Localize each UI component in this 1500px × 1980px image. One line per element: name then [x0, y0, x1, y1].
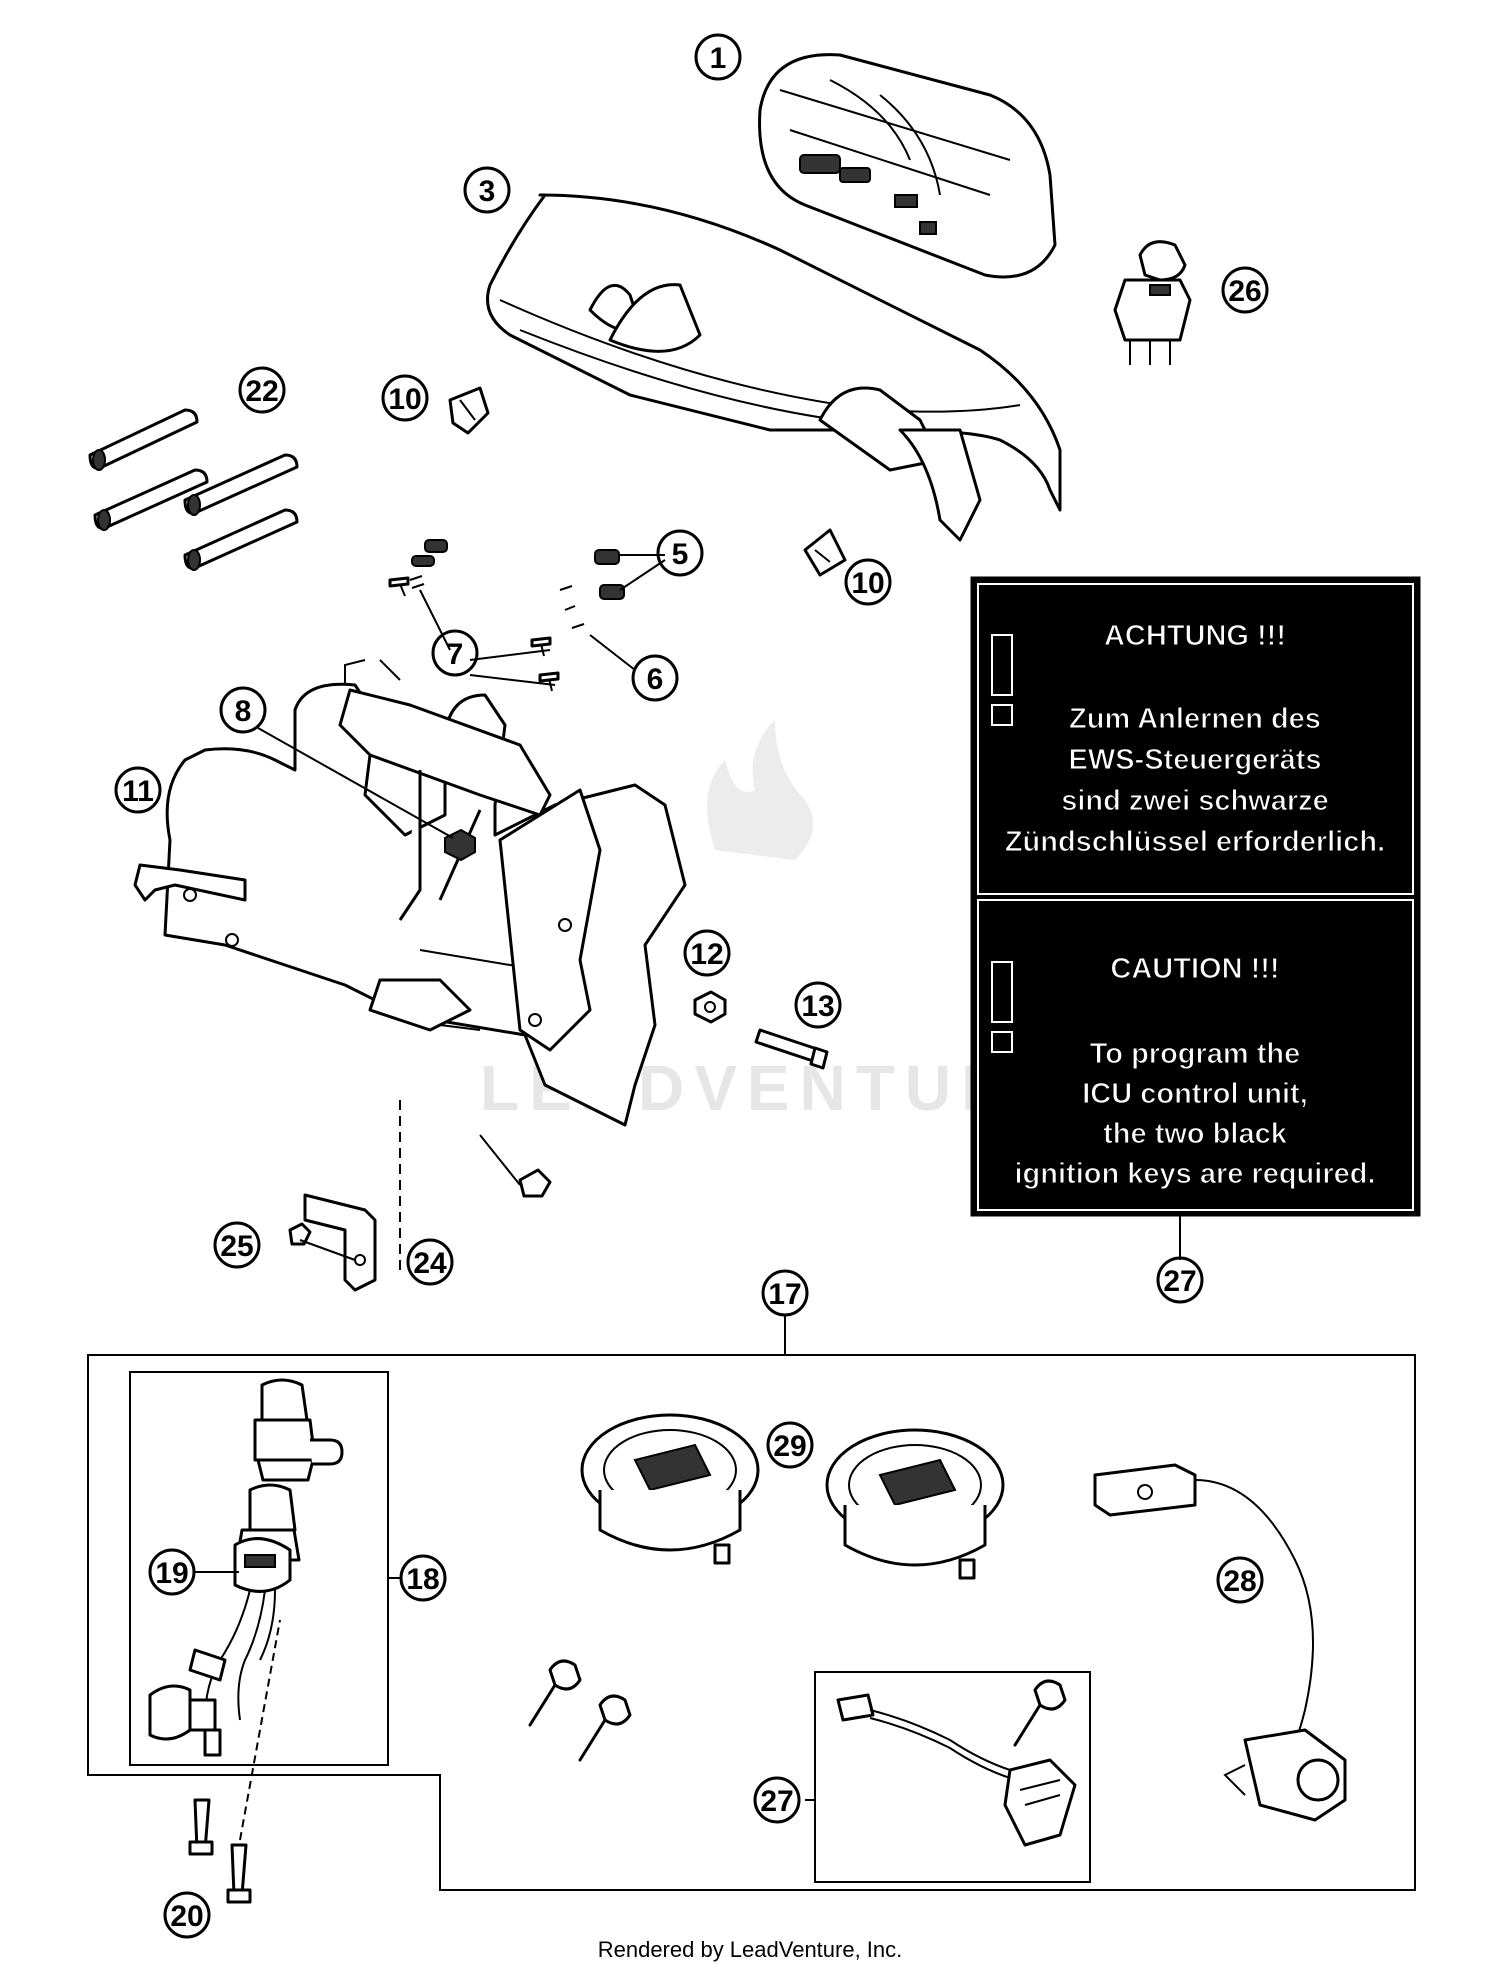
ignition-lock-part [148, 1378, 344, 1757]
keys-part [528, 1659, 1067, 1762]
callout-5: 5 [656, 529, 704, 577]
callout-25: 25 [213, 1221, 261, 1269]
warning-de-title: ACHTUNG !!! [1104, 620, 1286, 652]
svg-text:24: 24 [413, 1247, 447, 1280]
screw-part-25 [288, 1222, 356, 1261]
callout-7: 7 [431, 629, 479, 677]
svg-text:13: 13 [801, 990, 834, 1023]
svg-text:10: 10 [851, 567, 884, 600]
small-hardware-parts [388, 539, 625, 692]
callout-10-lower: 10 [844, 558, 892, 606]
rubber-tubes-part [88, 408, 299, 571]
callout-8: 8 [219, 686, 267, 734]
callout-22: 22 [238, 366, 286, 414]
callout-28: 28 [1216, 1556, 1264, 1604]
icu-unit-part [836, 1693, 1077, 1847]
callout-10-upper: 10 [381, 374, 429, 422]
instrument-cluster-part [758, 53, 1057, 279]
warning-en-line3: the two black [1103, 1118, 1288, 1150]
svg-text:28: 28 [1223, 1565, 1256, 1598]
bolt-part-13 [754, 1028, 829, 1070]
callout-26: 26 [1221, 266, 1269, 314]
callout-19: 19 [148, 1548, 239, 1596]
warning-en-title: CAUTION !!! [1110, 953, 1279, 985]
leader-line-8 [257, 727, 454, 839]
warning-label-part-27: ACHTUNG !!! Zum Anlernen des EWS-Steuerg… [970, 576, 1421, 1217]
callout-24: 24 [406, 1238, 454, 1286]
power-socket-part [1113, 240, 1192, 365]
svg-text:29: 29 [773, 1430, 806, 1463]
callout-17: 17 [761, 1269, 809, 1317]
sensor-part-28 [1093, 1463, 1347, 1822]
warning-de-line2: EWS-Steuergeräts [1068, 744, 1321, 776]
callout-27-lower: 27 [753, 1776, 801, 1824]
nut-part-12 [693, 990, 727, 1024]
svg-text:11: 11 [122, 775, 154, 808]
warning-de-line3: sind zwei schwarze [1061, 785, 1329, 817]
svg-text:10: 10 [388, 383, 421, 416]
warning-en-line1: To program the [1090, 1038, 1301, 1070]
kit-outline-17 [87, 1315, 1416, 1891]
callout-12: 12 [683, 929, 731, 977]
callout-6: 6 [631, 654, 679, 702]
footer-credit: Rendered by LeadVenture, Inc. [598, 1937, 903, 1962]
bracket-part-24 [303, 1100, 401, 1292]
callout-1: 1 [694, 33, 742, 81]
warning-de-line1: Zum Anlernen des [1069, 703, 1321, 735]
callout-29: 29 [766, 1421, 814, 1469]
callout-20: 20 [163, 1891, 211, 1939]
bolt-part-20 [188, 1619, 281, 1904]
svg-text:8: 8 [235, 695, 252, 728]
callout-18: 18 [399, 1554, 447, 1602]
svg-text:7: 7 [447, 638, 464, 671]
cap-part-29-left [580, 1413, 760, 1565]
callout-11: 11 [114, 766, 162, 814]
headlight-bracket-part [133, 659, 687, 1198]
svg-text:25: 25 [220, 1230, 253, 1263]
svg-text:22: 22 [245, 375, 278, 408]
svg-text:26: 26 [1228, 275, 1261, 308]
warning-en-line4: ignition keys are required. [1015, 1158, 1376, 1190]
svg-text:3: 3 [479, 175, 496, 208]
svg-text:27: 27 [1163, 1265, 1196, 1298]
callout-27-upper: 27 [1156, 1256, 1204, 1304]
clip-part-upper [448, 386, 490, 435]
callout-3: 3 [463, 166, 511, 214]
svg-text:5: 5 [672, 538, 689, 571]
svg-text:1: 1 [710, 42, 727, 75]
callout-13: 13 [794, 981, 842, 1029]
cap-part-29-right [825, 1428, 1005, 1580]
svg-text:18: 18 [406, 1563, 439, 1596]
svg-text:17: 17 [768, 1278, 801, 1311]
svg-text:20: 20 [170, 1900, 203, 1933]
svg-text:6: 6 [647, 663, 664, 696]
warning-de-line4: Zündschlüssel erforderlich. [1005, 826, 1385, 858]
svg-text:12: 12 [690, 938, 723, 971]
warning-en-line2: ICU control unit, [1082, 1078, 1308, 1110]
svg-text:27: 27 [760, 1785, 793, 1818]
clip-part-lower [803, 528, 847, 577]
svg-text:19: 19 [155, 1557, 188, 1590]
headlight-mask-part [486, 193, 1062, 542]
